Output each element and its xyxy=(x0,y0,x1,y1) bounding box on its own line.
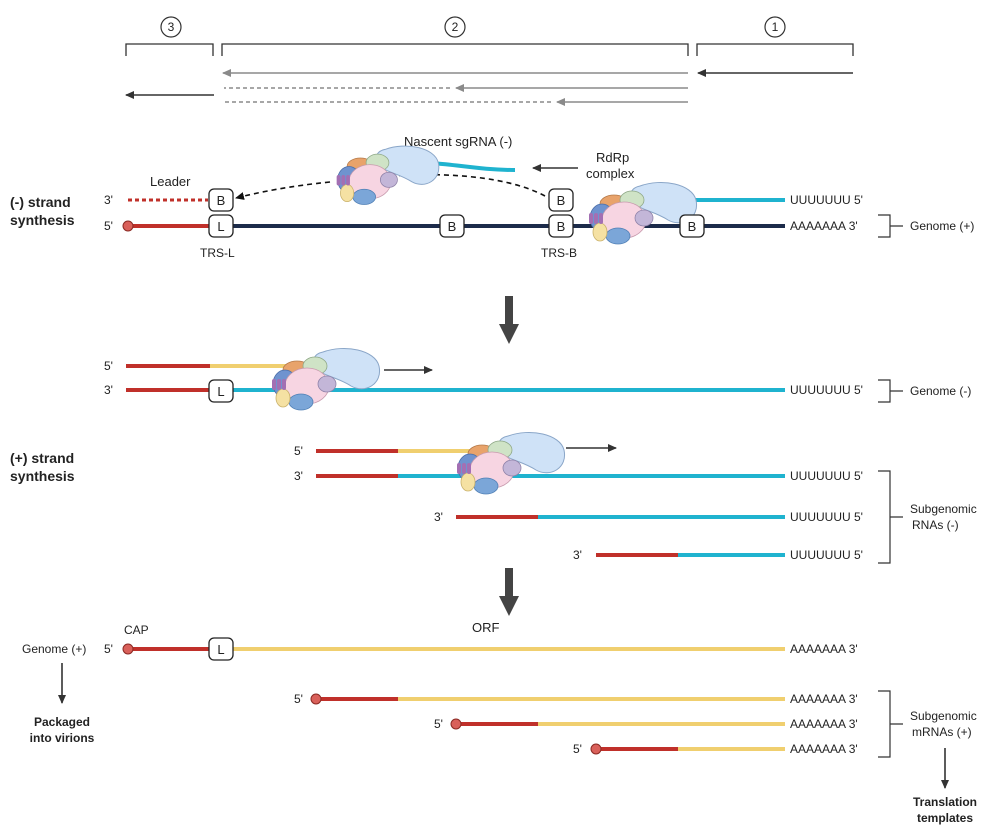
cap-dot xyxy=(122,220,134,232)
step-arrow-2 xyxy=(499,568,519,616)
plus-strand-title: (+) strand xyxy=(10,450,74,466)
trs-l-label: TRS-L xyxy=(200,246,235,260)
subgenomic-rnas-bracket xyxy=(878,470,903,564)
genome-minus-bracket xyxy=(878,379,903,403)
leader-label: Leader xyxy=(150,174,191,189)
subgenomic-rnas-label: Subgenomic xyxy=(910,502,977,516)
cap-label: CAP xyxy=(124,623,149,637)
packaged-label-2: into virions xyxy=(30,731,95,745)
gp-cap-dot xyxy=(122,643,134,655)
translation-label-2: templates xyxy=(917,811,973,825)
box-b-nascent: B xyxy=(548,188,574,212)
sg2-uuu: UUUUUUU 5' xyxy=(790,510,863,524)
subgenomic-mrnas-label: Subgenomic xyxy=(910,709,977,723)
translation-label: Translation xyxy=(913,795,977,809)
template-switch-arrow xyxy=(235,181,331,200)
subgenomic-mrnas-bracket xyxy=(878,690,903,758)
box-l-genome-plus: L xyxy=(208,637,234,661)
box-b-mid: B xyxy=(439,214,465,238)
minus-strand-title-2: synthesis xyxy=(10,212,75,228)
region-brackets xyxy=(125,43,854,56)
rdrp-complex-genome xyxy=(271,347,381,411)
nascent-sgrna-label: Nascent sgRNA (-) xyxy=(404,134,512,149)
leader-3prime: 3' xyxy=(104,193,113,207)
svg-text:2: 2 xyxy=(452,20,459,34)
genome-uuu: UUUUUUU 5' xyxy=(790,193,863,207)
m2-aaa: AAAAAAA 3' xyxy=(790,717,858,731)
m1-aaa: AAAAAAA 3' xyxy=(790,692,858,706)
direction-arrows xyxy=(125,69,853,106)
box-l-trs-l: L xyxy=(208,214,234,238)
step-arrow-1 xyxy=(499,296,519,344)
box-l-genome-minus: L xyxy=(208,379,234,403)
svg-text:L: L xyxy=(217,219,224,234)
g-minus-top-5prime: 5' xyxy=(104,359,113,373)
sg3-uuu: UUUUUUU 5' xyxy=(790,548,863,562)
svg-text:1: 1 xyxy=(772,20,779,34)
svg-text:B: B xyxy=(557,219,566,234)
sg1-top-5prime: 5' xyxy=(294,444,303,458)
region-number-1: 1 xyxy=(764,16,786,38)
m1-5prime: 5' xyxy=(294,692,303,706)
region-number-3: 3 xyxy=(160,16,182,38)
orf-label: ORF xyxy=(472,620,500,635)
svg-text:3: 3 xyxy=(168,20,175,34)
box-b-leader: B xyxy=(208,188,234,212)
rdrp-complex-transit xyxy=(336,145,440,205)
template-switch-path xyxy=(369,173,546,197)
box-b-right: B xyxy=(679,214,705,238)
genome-plus-bracket xyxy=(878,214,903,238)
rdrp-label: RdRp xyxy=(596,150,629,165)
genome-plus-left-label: Genome (+) xyxy=(22,642,86,656)
svg-text:B: B xyxy=(448,219,457,234)
rdrp-label-2: complex xyxy=(586,166,635,181)
trs-b-label: TRS-B xyxy=(541,246,577,260)
svg-text:L: L xyxy=(217,384,224,399)
genome-aaa: AAAAAAA 3' xyxy=(790,219,858,233)
rdrp-complex-sg xyxy=(456,431,566,495)
region-number-2: 2 xyxy=(444,16,466,38)
m2-cap xyxy=(450,718,462,730)
plus-strand-title-2: synthesis xyxy=(10,468,75,484)
sg3-3prime: 3' xyxy=(573,548,582,562)
box-b-trs-b: B xyxy=(548,214,574,238)
g-minus-bot-3prime: 3' xyxy=(104,383,113,397)
svg-text:B: B xyxy=(217,193,226,208)
subgenomic-rnas-label-2: RNAs (-) xyxy=(912,518,959,532)
m1-cap xyxy=(310,693,322,705)
minus-strand-title: (-) strand xyxy=(10,194,71,210)
svg-text:L: L xyxy=(217,642,224,657)
genome-plus-label: Genome (+) xyxy=(910,219,974,233)
sg1-uuu: UUUUUUU 5' xyxy=(790,469,863,483)
sg1-bot-3prime: 3' xyxy=(294,469,303,483)
genome-minus-label: Genome (-) xyxy=(910,384,971,398)
g-minus-uuu: UUUUUUU 5' xyxy=(790,383,863,397)
genome-5prime: 5' xyxy=(104,219,113,233)
svg-text:B: B xyxy=(557,193,566,208)
subgenomic-mrnas-label-2: mRNAs (+) xyxy=(912,725,972,739)
sg2-3prime: 3' xyxy=(434,510,443,524)
gp-aaa: AAAAAAA 3' xyxy=(790,642,858,656)
m3-aaa: AAAAAAA 3' xyxy=(790,742,858,756)
svg-text:B: B xyxy=(688,219,697,234)
m2-5prime: 5' xyxy=(434,717,443,731)
m3-5prime: 5' xyxy=(573,742,582,756)
packaged-label: Packaged xyxy=(34,715,90,729)
m3-cap xyxy=(590,743,602,755)
gp-5prime: 5' xyxy=(104,642,113,656)
